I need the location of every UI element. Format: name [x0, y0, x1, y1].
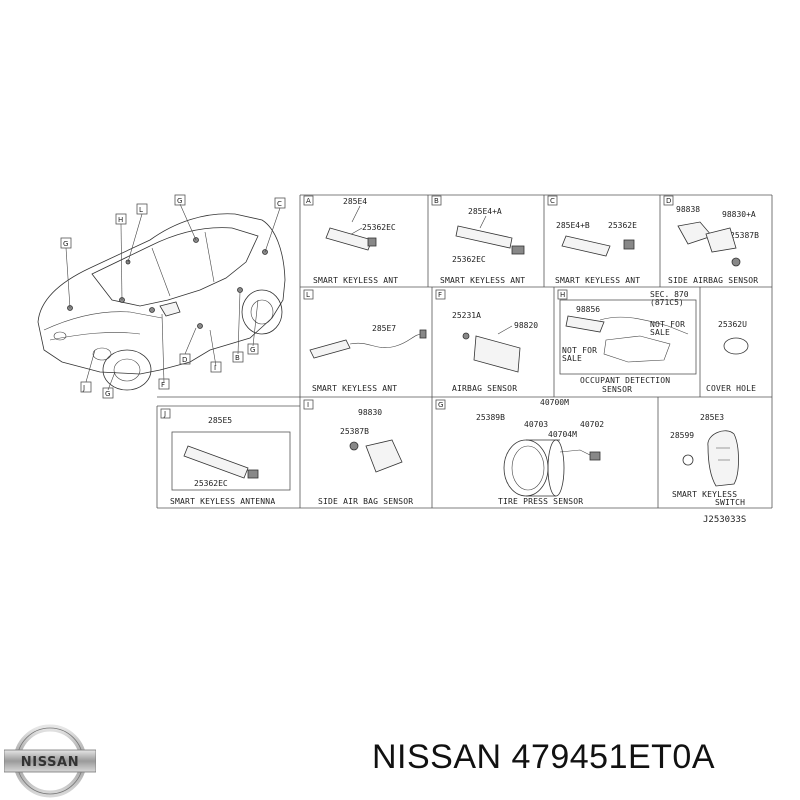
svg-text:G: G: [438, 401, 443, 409]
svg-text:25362EC: 25362EC: [452, 255, 486, 264]
svg-text:NISSAN: NISSAN: [21, 755, 79, 770]
svg-text:SALE: SALE: [650, 328, 670, 337]
svg-text:285E7: 285E7: [372, 324, 396, 333]
cell-I: I 98830 25387B SIDE AIR BAG SENSOR: [303, 399, 413, 506]
svg-text:98838: 98838: [676, 205, 700, 214]
svg-text:25387B: 25387B: [340, 427, 369, 436]
svg-text:L: L: [139, 206, 143, 214]
svg-text:285E4+B: 285E4+B: [556, 221, 590, 230]
cell-F: F 25231A 98820 AIRBAG SENSOR: [435, 289, 538, 393]
svg-text:98830+A: 98830+A: [722, 210, 756, 219]
svg-text:40702: 40702: [580, 420, 604, 429]
svg-text:SMART KEYLESS: SMART KEYLESS: [672, 490, 737, 499]
svg-text:G: G: [63, 240, 68, 248]
callout-B: B: [232, 351, 244, 363]
svg-text:I: I: [307, 401, 309, 409]
cell-cover-hole: 25362U COVER HOLE: [706, 320, 756, 393]
svg-text:H: H: [118, 216, 123, 224]
svg-text:SALE: SALE: [562, 354, 582, 363]
svg-text:AIRBAG SENSOR: AIRBAG SENSOR: [452, 384, 517, 393]
svg-text:SIDE AIRBAG SENSOR: SIDE AIRBAG SENSOR: [668, 276, 758, 285]
svg-text:OCCUPANT DETECTION: OCCUPANT DETECTION: [580, 376, 670, 385]
cell-keyless-switch: 285E3 28599 SMART KEYLESS SWITCH: [670, 413, 745, 507]
cell-C: C 285E4+B 25362E SMART KEYLESS ANT: [547, 195, 640, 285]
cell-A: A 285E4 25362EC SMART KEYLESS ANT: [303, 195, 398, 285]
svg-text:285E3: 285E3: [700, 413, 724, 422]
svg-text:285E5: 285E5: [208, 416, 232, 425]
callout-G: G: [247, 343, 259, 355]
cell-L: L 285E7 SMART KEYLESS ANT: [303, 289, 427, 393]
svg-text:SMART KEYLESS ANTENNA: SMART KEYLESS ANTENNA: [170, 497, 275, 506]
part-number-title: NISSAN 479451ET0A: [372, 738, 716, 776]
svg-text:(871C5): (871C5): [650, 298, 684, 307]
svg-text:F: F: [438, 291, 442, 299]
svg-text:I: I: [214, 364, 216, 372]
svg-text:G: G: [177, 197, 182, 205]
svg-text:40700M: 40700M: [540, 398, 569, 407]
callout-G: G: [102, 387, 114, 399]
svg-text:SEC. 870: SEC. 870: [650, 290, 689, 299]
svg-text:28599: 28599: [670, 431, 694, 440]
svg-text:25231A: 25231A: [452, 311, 481, 320]
svg-text:285E4: 285E4: [343, 197, 367, 206]
svg-text:TIRE PRESS SENSOR: TIRE PRESS SENSOR: [498, 497, 583, 506]
svg-text:98820: 98820: [514, 321, 538, 330]
svg-text:COVER HOLE: COVER HOLE: [706, 384, 756, 393]
svg-text:25387B: 25387B: [730, 231, 759, 240]
diagram-ref-code: J253033S: [703, 515, 746, 525]
callout-G: G: [174, 194, 186, 206]
svg-text:25362U: 25362U: [718, 320, 747, 329]
callout-J: J: [80, 381, 92, 393]
cell-G: G 40700M 25389B 40703 40702 40704M TIRE …: [435, 398, 604, 506]
svg-text:40704M: 40704M: [548, 430, 577, 439]
svg-text:D: D: [182, 356, 187, 364]
callout-H: H: [115, 213, 127, 225]
cell-H: H 98856 SEC. 870 (871C5) NOT FOR SALE NO…: [557, 289, 697, 394]
cell-D: D 98838 98830+A 25387B SIDE AIRBAG SENSO…: [663, 195, 759, 285]
callout-D: D: [179, 353, 191, 365]
svg-text:25362EC: 25362EC: [194, 479, 228, 488]
svg-text:H: H: [560, 291, 565, 299]
parts-grid: [156, 194, 773, 509]
svg-text:98830: 98830: [358, 408, 382, 417]
callout-G: G: [60, 237, 72, 249]
callout-I: I: [210, 361, 222, 373]
svg-text:NOT FOR: NOT FOR: [562, 346, 597, 355]
nissan-logo-icon: NISSAN: [4, 724, 96, 798]
svg-text:SIDE AIR BAG SENSOR: SIDE AIR BAG SENSOR: [318, 497, 413, 506]
svg-text:C: C: [550, 197, 555, 205]
svg-text:SMART KEYLESS ANT: SMART KEYLESS ANT: [312, 384, 397, 393]
svg-text:G: G: [105, 390, 110, 398]
svg-text:SMART KEYLESS ANT: SMART KEYLESS ANT: [440, 276, 525, 285]
cell-J: J 285E5 25362EC SMART KEYLESS ANTENNA: [160, 408, 291, 506]
parts-diagram: H L G C G J G D I F B G A 285E4 25362EC: [37, 194, 773, 525]
svg-text:B: B: [235, 354, 240, 362]
svg-text:SENSOR: SENSOR: [602, 385, 632, 394]
svg-text:25362E: 25362E: [608, 221, 637, 230]
callout-C: C: [274, 197, 286, 209]
svg-text:G: G: [250, 346, 255, 354]
cell-B: B 285E4+A 25362EC SMART KEYLESS ANT: [431, 195, 525, 285]
svg-text:SMART KEYLESS ANT: SMART KEYLESS ANT: [313, 276, 398, 285]
svg-text:L: L: [306, 291, 310, 299]
svg-text:40703: 40703: [524, 420, 548, 429]
svg-text:D: D: [666, 197, 671, 205]
callout-L: L: [136, 203, 148, 215]
callout-F: F: [158, 378, 170, 390]
svg-text:285E4+A: 285E4+A: [468, 207, 502, 216]
svg-text:NOT FOR: NOT FOR: [650, 320, 685, 329]
svg-text:B: B: [434, 197, 439, 205]
svg-text:J: J: [163, 410, 166, 418]
svg-text:C: C: [277, 200, 282, 208]
svg-text:J: J: [82, 384, 85, 392]
svg-text:A: A: [306, 197, 311, 205]
svg-text:25389B: 25389B: [476, 413, 505, 422]
car-callouts: H L G C G J G D I F B G: [60, 194, 286, 399]
svg-text:SWITCH: SWITCH: [715, 498, 745, 507]
svg-text:98856: 98856: [576, 305, 600, 314]
svg-text:SMART KEYLESS ANT: SMART KEYLESS ANT: [555, 276, 640, 285]
svg-text:F: F: [161, 381, 165, 389]
car-overview: [37, 213, 286, 391]
svg-text:25362EC: 25362EC: [362, 223, 396, 232]
